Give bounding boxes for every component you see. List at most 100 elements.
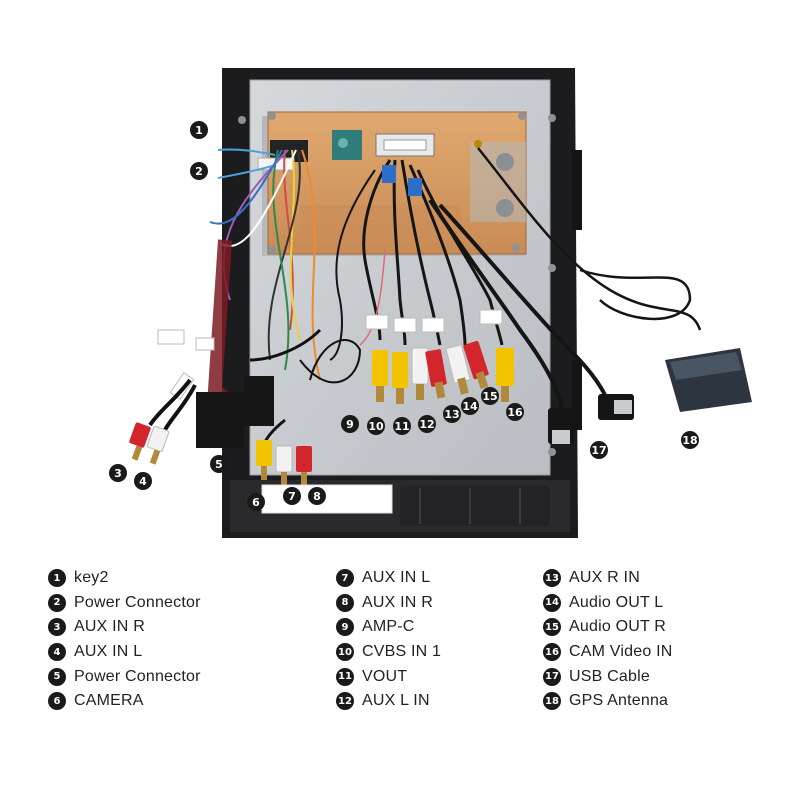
legend-label: AUX IN L — [74, 643, 143, 661]
callout-badge-3: 3 — [109, 464, 127, 482]
legend-item-3: 3 AUX IN R — [48, 615, 201, 640]
usb-cables — [428, 198, 634, 444]
callout-number: 11 — [394, 420, 409, 433]
legend-number: 4 — [48, 643, 66, 662]
legend-number: 11 — [336, 667, 354, 686]
legend-number: 5 — [48, 667, 66, 686]
legend-label: VOUT — [362, 667, 408, 685]
legend-label: AUX R IN — [569, 569, 640, 587]
legend-number: 7 — [336, 569, 354, 588]
callout-badge-16: 16 — [506, 403, 524, 421]
legend-item-7: 7 AUX IN L — [336, 566, 441, 591]
callout-badge-9: 9 — [341, 415, 359, 433]
legend-label: GPS Antenna — [569, 692, 669, 710]
aux-in-rca-bottom — [256, 440, 312, 486]
callout-badge-8: 8 — [308, 487, 326, 505]
legend-label: AUX L IN — [362, 692, 430, 710]
gps-antenna — [477, 147, 752, 412]
legend-label: Audio OUT L — [569, 593, 664, 611]
callout-badge-5: 5 — [210, 455, 228, 473]
legend-item-15: 15 Audio OUT R — [543, 615, 672, 640]
callout-badge-14: 14 — [461, 397, 479, 415]
power-harness — [157, 140, 362, 463]
legend-column-3: 13 AUX R IN 14 Audio OUT L 15 Audio OUT R 16 CA… — [543, 566, 672, 714]
callout-badge-10: 10 — [367, 417, 385, 435]
legend-item-11: 11 VOUT — [336, 664, 441, 689]
callout-badge-11: 11 — [393, 417, 411, 435]
callout-number: 7 — [288, 490, 296, 503]
legend-item-14: 14 Audio OUT L — [543, 591, 672, 616]
callout-number: 10 — [368, 420, 384, 433]
callout-number: 5 — [215, 458, 223, 471]
callout-number: 13 — [444, 408, 459, 421]
callout-number: 15 — [482, 390, 497, 403]
legend-item-4: 4 AUX IN L — [48, 640, 201, 665]
legend-label: AUX IN L — [362, 569, 431, 587]
legend-label: AUX IN R — [74, 618, 145, 636]
legend-label: USB Cable — [569, 667, 650, 685]
legend-item-10: 10 CVBS IN 1 — [336, 640, 441, 665]
callout-badge-15: 15 — [481, 387, 499, 405]
legend-label: AMP-C — [362, 618, 415, 636]
camera-label-box — [261, 484, 393, 514]
legend-number: 15 — [543, 618, 561, 637]
legend-number: 16 — [543, 643, 561, 662]
legend-number: 6 — [48, 692, 66, 711]
av-cable-bundle — [329, 159, 504, 361]
legend-label: CVBS IN 1 — [362, 643, 442, 661]
legend-item-16: 16 CAM Video IN — [543, 640, 672, 665]
callout-badge-17: 17 — [590, 441, 608, 459]
legend-item-12: 12 AUX L IN — [336, 689, 441, 714]
callout-number: 4 — [139, 475, 147, 488]
legend-item-6: 6 CAMERA — [48, 689, 201, 714]
legend-number: 12 — [336, 692, 354, 711]
legend-label: key2 — [74, 569, 109, 587]
legend-number: 3 — [48, 618, 66, 637]
legend-item-9: 9 AMP-C — [336, 615, 441, 640]
legend-item-5: 5 Power Connector — [48, 664, 201, 689]
legend-item-8: 8 AUX IN R — [336, 591, 441, 616]
callout-badge-6: 6 — [247, 493, 265, 511]
callout-badge-12: 12 — [418, 415, 436, 433]
legend-number: 1 — [48, 569, 66, 588]
legend-label: Power Connector — [74, 593, 201, 611]
legend-number: 14 — [543, 593, 561, 612]
callout-badge-13: 13 — [443, 405, 461, 423]
aux-in-rca-left — [129, 378, 197, 465]
legend-item-13: 13 AUX R IN — [543, 566, 672, 591]
legend-item-18: 18 GPS Antenna — [543, 689, 672, 714]
callout-badge-18: 18 — [681, 431, 699, 449]
callout-number: 16 — [507, 406, 523, 419]
av-rca-plugs — [372, 340, 514, 404]
legend-label: CAM Video IN — [569, 643, 673, 661]
legend-label: Audio OUT R — [569, 618, 667, 636]
callout-number: 6 — [252, 496, 260, 509]
legend-label: Power Connector — [74, 667, 201, 685]
callout-number: 18 — [682, 434, 697, 447]
legend-number: 18 — [543, 692, 561, 711]
callout-badge-1: 1 — [190, 121, 208, 139]
legend-number: 17 — [543, 667, 561, 686]
callout-number: 9 — [346, 418, 354, 431]
legend-number: 9 — [336, 618, 354, 637]
legend-number: 10 — [336, 643, 354, 662]
callout-number: 3 — [114, 467, 122, 480]
legend-number: 2 — [48, 593, 66, 612]
legend-number: 13 — [543, 569, 561, 588]
callout-number: 2 — [195, 165, 203, 178]
callout-badge-4: 4 — [134, 472, 152, 490]
callout-number: 17 — [591, 444, 606, 457]
legend-label: AUX IN R — [362, 593, 433, 611]
callout-number: 12 — [419, 418, 434, 431]
callout-number: 8 — [313, 490, 321, 503]
callout-badge-7: 7 — [283, 487, 301, 505]
callout-badge-2: 2 — [190, 162, 208, 180]
legend-label: CAMERA — [74, 692, 144, 710]
legend-number: 8 — [336, 593, 354, 612]
legend-item-17: 17 USB Cable — [543, 664, 672, 689]
legend-column-2: 7 AUX IN L 8 AUX IN R 9 AMP-C 10 CVBS IN 1 11 VOU… — [336, 566, 441, 714]
legend-item-1: 1 key2 — [48, 566, 201, 591]
